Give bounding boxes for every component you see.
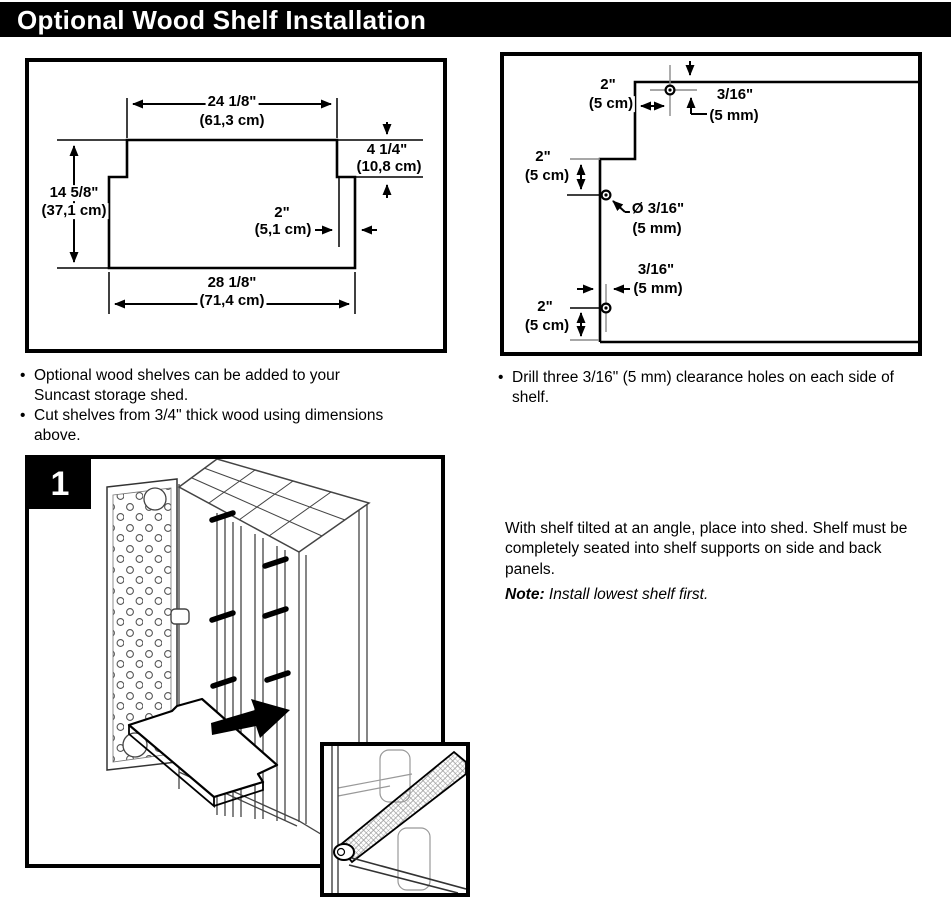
step1-instruction: With shelf tilted at an angle, place int… (505, 519, 908, 578)
step-number-badge: 1 (29, 459, 91, 509)
list-item: Optional wood shelves can be added to yo… (20, 366, 388, 405)
dim-bottom-hole-offset-in: 2" (535, 298, 555, 316)
dim-top-hole-offset-cm: (5 cm) (586, 95, 636, 113)
dim-bottom-width-in: 28 1/8" (205, 274, 259, 292)
dim-top-hole-offset-in: 2" (598, 76, 618, 94)
insert-arrow (211, 699, 290, 738)
note-text: Cut shelves from 3/4" thick wood using d… (34, 407, 384, 444)
wood-shelf (127, 697, 279, 808)
note-label: Note: (505, 585, 545, 603)
dim-top-width-in: 24 1/8" (205, 93, 259, 111)
dim-hole-diameter-in: Ø 3/16" (629, 200, 687, 218)
dim-corner-width-in: 2" (272, 204, 292, 222)
dim-mid-hole-offset-cm: (5 cm) (522, 167, 572, 185)
drill-notes-list: Drill three 3/16" (5 mm) clearance holes… (498, 368, 922, 408)
shelf-seating-inset (320, 742, 470, 897)
step-number: 1 (50, 465, 70, 503)
page-title: Optional Wood Shelf Installation (17, 5, 427, 35)
dim-top-hole-edge-in: 3/16" (714, 86, 756, 104)
clearance-holes (600, 84, 676, 314)
dim-bottom-hole-offset-cm: (5 cm) (522, 317, 572, 335)
shed-shelf-insert-drawing (106, 459, 371, 858)
dim-mid-hole-offset-in: 2" (533, 148, 553, 166)
dim-top-width-cm: (61,3 cm) (197, 112, 267, 130)
note-text: Install lowest shelf first. (548, 585, 709, 603)
note-text: Optional wood shelves can be added to yo… (34, 367, 340, 404)
list-item: Drill three 3/16" (5 mm) clearance holes… (498, 368, 922, 407)
dim-height-in: 14 5/8" (47, 184, 101, 202)
dim-bottom-hole-edge-cm: (5 mm) (631, 280, 685, 298)
dim-height-cm: (37,1 cm) (39, 202, 109, 220)
dim-bottom-hole-edge-in: 3/16" (635, 261, 677, 279)
dim-corner-width-cm: (5,1 cm) (252, 221, 314, 239)
list-item: Cut shelves from 3/4" thick wood using d… (20, 406, 388, 445)
shed-door (106, 478, 190, 771)
shelf-notes-list: Optional wood shelves can be added to yo… (20, 366, 388, 446)
install-note: Note: Install lowest shelf first. (505, 586, 708, 604)
hole-locations-drawing (567, 61, 918, 344)
dim-corner-depth-cm: (10,8 cm) (354, 158, 424, 176)
shelf-dimensions-diagram: 24 1/8" (61,3 cm) 4 1/4" (10,8 cm) 14 5/… (25, 58, 447, 353)
note-text: Drill three 3/16" (5 mm) clearance holes… (512, 369, 894, 406)
dim-corner-depth-in: 4 1/4" (364, 141, 410, 159)
dim-top-hole-edge-cm: (5 mm) (707, 107, 761, 125)
page-title-bar: Optional Wood Shelf Installation (0, 2, 951, 37)
drill-holes-diagram: 2" (5 cm) 3/16" (5 mm) 2" (5 cm) Ø 3/16"… (500, 52, 922, 356)
dim-hole-diameter-cm: (5 mm) (630, 220, 684, 238)
shelf-edge-detail-drawing (331, 746, 467, 894)
dim-bottom-width-cm: (71,4 cm) (197, 292, 267, 310)
